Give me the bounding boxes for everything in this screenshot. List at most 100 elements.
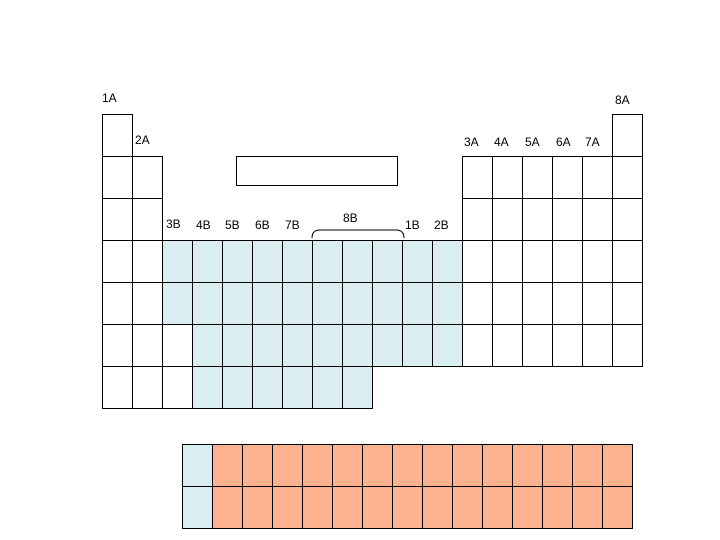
element-cell-p5-g10: [372, 282, 403, 325]
lanthanide-cell-9: [332, 444, 363, 487]
element-cell-p3-g15: [522, 198, 553, 241]
element-cell-p4-g18: [612, 240, 643, 283]
element-cell-p6-g1: [102, 324, 133, 367]
actinide-cell-7: [272, 486, 303, 529]
lanthanide-cell-15: [512, 444, 543, 487]
element-cell-p4-g16: [552, 240, 583, 283]
lanthanide-cell-5: [212, 444, 243, 487]
group-label-1a: 1A: [102, 91, 117, 105]
lanthanide-cell-11: [392, 444, 423, 487]
element-cell-p3-g1: [102, 198, 133, 241]
transition-block-header-box: [236, 156, 398, 186]
element-cell-p4-g9: [342, 240, 373, 283]
element-cell-p7-g1: [102, 366, 133, 409]
element-cell-p4-g2: [132, 240, 163, 283]
element-cell-p7-g4: [192, 366, 223, 409]
element-cell-p3-g14: [492, 198, 523, 241]
element-cell-p4-g7: [282, 240, 313, 283]
element-cell-p6-g17: [582, 324, 613, 367]
element-cell-p4-g12: [432, 240, 463, 283]
element-cell-p6-g5: [222, 324, 253, 367]
element-cell-p5-g13: [462, 282, 493, 325]
group-label-5b: 5B: [225, 218, 240, 232]
element-cell-p2-g2: [132, 156, 163, 199]
element-cell-p2-g14: [492, 156, 523, 199]
element-cell-p7-g6: [252, 366, 283, 409]
element-cell-p3-g16: [552, 198, 583, 241]
group-label-8b: 8B: [343, 211, 358, 225]
element-cell-p6-g9: [342, 324, 373, 367]
element-cell-p5-g15: [522, 282, 553, 325]
lanthanide-cell-18: [602, 444, 633, 487]
lanthanide-cell-16: [542, 444, 573, 487]
actinide-cell-4: [182, 486, 213, 529]
element-cell-p5-g16: [552, 282, 583, 325]
element-cell-p5-g7: [282, 282, 313, 325]
element-cell-p4-g15: [522, 240, 553, 283]
element-cell-p2-g1: [102, 156, 133, 199]
element-cell-p5-g17: [582, 282, 613, 325]
element-cell-p5-g6: [252, 282, 283, 325]
lanthanide-cell-13: [452, 444, 483, 487]
element-cell-p7-g3: [162, 366, 193, 409]
element-cell-p6-g11: [402, 324, 433, 367]
element-cell-p4-g8: [312, 240, 343, 283]
group-label-8a: 8A: [615, 93, 630, 107]
actinide-cell-11: [392, 486, 423, 529]
actinide-cell-16: [542, 486, 573, 529]
lanthanide-cell-6: [242, 444, 273, 487]
group-8b-brace: [311, 229, 405, 239]
element-cell-p5-g12: [432, 282, 463, 325]
element-cell-p6-g16: [552, 324, 583, 367]
element-cell-p5-g11: [402, 282, 433, 325]
element-cell-p5-g2: [132, 282, 163, 325]
element-cell-p4-g17: [582, 240, 613, 283]
element-cell-p5-g1: [102, 282, 133, 325]
element-cell-p2-g13: [462, 156, 493, 199]
element-cell-p6-g7: [282, 324, 313, 367]
element-cell-p6-g3: [162, 324, 193, 367]
actinide-cell-13: [452, 486, 483, 529]
element-cell-p4-g5: [222, 240, 253, 283]
element-cell-p6-g12: [432, 324, 463, 367]
element-cell-p6-g13: [462, 324, 493, 367]
element-cell-p4-g6: [252, 240, 283, 283]
lanthanide-cell-8: [302, 444, 333, 487]
element-cell-p4-g1: [102, 240, 133, 283]
actinide-cell-18: [602, 486, 633, 529]
group-label-4a: 4A: [494, 135, 509, 149]
element-cell-p5-g5: [222, 282, 253, 325]
element-cell-p5-g18: [612, 282, 643, 325]
element-cell-p7-g9: [342, 366, 373, 409]
actinide-cell-5: [212, 486, 243, 529]
element-cell-p7-g8: [312, 366, 343, 409]
element-cell-p5-g8: [312, 282, 343, 325]
element-cell-p7-g2: [132, 366, 163, 409]
group-label-1b: 1B: [405, 218, 420, 232]
element-cell-p4-g10: [372, 240, 403, 283]
actinide-cell-10: [362, 486, 393, 529]
element-cell-p2-g16: [552, 156, 583, 199]
element-cell-p3-g17: [582, 198, 613, 241]
element-cell-p5-g14: [492, 282, 523, 325]
element-cell-p6-g15: [522, 324, 553, 367]
group-label-4b: 4B: [196, 218, 211, 232]
element-cell-p6-g2: [132, 324, 163, 367]
actinide-cell-12: [422, 486, 453, 529]
element-cell-p6-g8: [312, 324, 343, 367]
lanthanide-cell-17: [572, 444, 603, 487]
element-cell-p7-g5: [222, 366, 253, 409]
element-cell-p3-g18: [612, 198, 643, 241]
element-cell-p6-g18: [612, 324, 643, 367]
element-cell-p4-g13: [462, 240, 493, 283]
element-cell-p2-g15: [522, 156, 553, 199]
element-cell-p4-g3: [162, 240, 193, 283]
element-cell-p5-g9: [342, 282, 373, 325]
element-cell-p3-g2: [132, 198, 163, 241]
element-cell-p1-g1: [102, 114, 133, 157]
element-cell-p5-g4: [192, 282, 223, 325]
element-cell-p7-g7: [282, 366, 313, 409]
lanthanide-cell-10: [362, 444, 393, 487]
element-cell-p6-g6: [252, 324, 283, 367]
element-cell-p2-g18: [612, 156, 643, 199]
